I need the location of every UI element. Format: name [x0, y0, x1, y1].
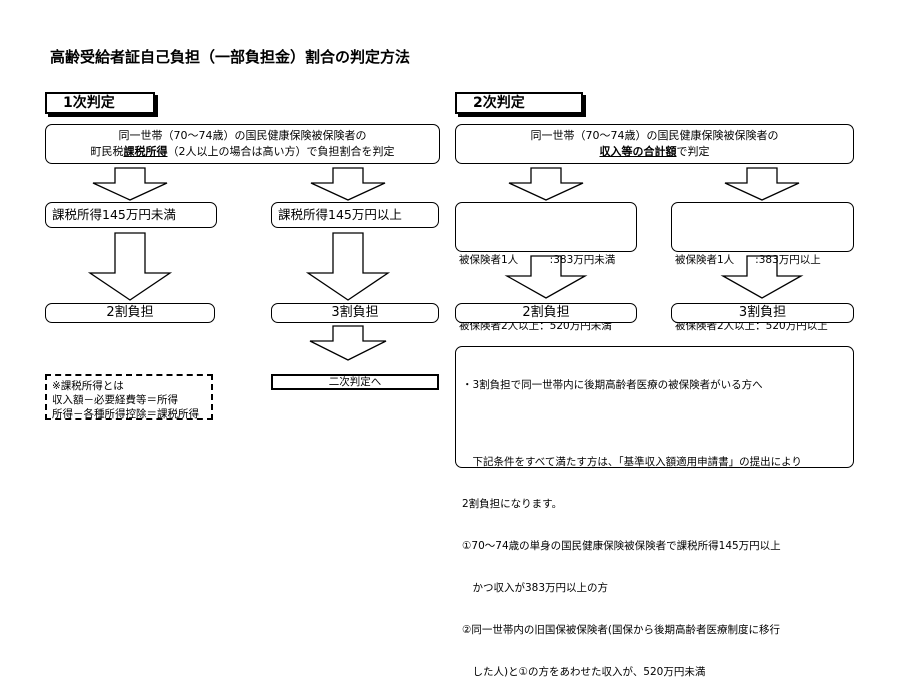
result-20-percent: 2割負担 — [45, 303, 215, 323]
note-line: ※課税所得とは — [52, 380, 124, 392]
arrow-down — [305, 232, 391, 301]
second-judgment-heading: 2次判定 — [455, 92, 583, 114]
result-20-percent: 2割負担 — [455, 303, 637, 323]
explain-line — [462, 420, 847, 427]
condition-below-145: 課税所得145万円未満 — [45, 202, 217, 228]
explain-line: した人)と①の方をあわせた収入が、520万円未満 — [462, 666, 706, 678]
arrow-down — [92, 167, 168, 201]
desc-text: で判定 — [676, 145, 710, 158]
cond-line: 被保険者1人 :383万円以上 — [675, 254, 821, 266]
desc-line: 同一世帯（70～74歳）の国民健康保険被保険者の — [118, 129, 367, 142]
arrow-down — [724, 167, 800, 201]
explain-line: かつ収入が383万円以上の方 — [462, 582, 609, 594]
arrow-down — [87, 232, 173, 301]
taxable-income-note: ※課税所得とは 収入額－必要経費等＝所得 所得－各種所得控除＝課税所得 — [45, 374, 213, 420]
result-30-percent: 3割負担 — [271, 303, 439, 323]
arrow-down — [508, 167, 584, 201]
arrow-down — [504, 255, 588, 299]
result-30-percent: 3割負担 — [671, 303, 854, 323]
explain-line: 下記条件をすべて満たす方は、「基準収入額適用申請書」の提出により — [462, 456, 802, 468]
note-line: 所得－各種所得控除＝課税所得 — [52, 408, 199, 420]
to-second-judgment: 二次判定へ — [271, 374, 439, 390]
desc-text: 町民税 — [90, 145, 124, 158]
explain-line: ①70～74歳の単身の国民健康保険被保険者で課税所得145万円以上 — [462, 540, 781, 552]
desc-text: （2人以上の場合は高い方）で負担割合を判定 — [167, 145, 395, 158]
explain-line: ②同一世帯内の旧国保被保険者(国保から後期高齢者医療制度に移行 — [462, 624, 781, 636]
desc-line: 町民税課税所得（2人以上の場合は高い方）で負担割合を判定 — [46, 144, 439, 160]
first-judgment-description: 同一世帯（70～74歳）の国民健康保険被保険者の 町民税課税所得（2人以上の場合… — [45, 124, 440, 164]
first-judgment-heading: 1次判定 — [45, 92, 155, 114]
arrow-down — [720, 255, 804, 299]
arrow-down — [310, 167, 386, 201]
taxable-income-emphasis: 課税所得 — [123, 145, 168, 158]
second-judgment-description: 同一世帯（70～74歳）の国民健康保険被保険者の 収入等の合計額で判定 — [455, 124, 854, 164]
condition-under-threshold: 被保険者1人 :383万円未満 被保険者2人以上：520万円未満 — [455, 202, 637, 332]
condition-above-145: 課税所得145万円以上 — [271, 202, 439, 228]
explain-line: ・3割負担で同一世帯内に後期高齢者医療の被保険者がいる方へ — [462, 379, 763, 391]
explain-line: 2割負担になります。 — [462, 498, 563, 510]
cond-line: 被保険者1人 :383万円未満 — [459, 254, 616, 266]
note-line: 収入額－必要経費等＝所得 — [52, 394, 178, 406]
desc-line: 収入等の合計額で判定 — [456, 144, 853, 160]
condition-over-threshold: 被保険者1人 :383万円以上 被保険者2人以上：520万円以上 — [671, 202, 854, 332]
cond-line: 被保険者2人以上：520万円未満 — [459, 320, 612, 332]
reduction-explanation: ・3割負担で同一世帯内に後期高齢者医療の被保険者がいる方へ 下記条件をすべて満た… — [455, 346, 854, 678]
arrow-down — [309, 325, 387, 361]
page-title: 高齢受給者証自己負担（一部負担金）割合の判定方法 — [50, 48, 411, 66]
desc-line: 同一世帯（70～74歳）の国民健康保険被保険者の — [530, 129, 779, 142]
cond-line: 被保険者2人以上：520万円以上 — [675, 320, 828, 332]
arrows-layer — [87, 167, 804, 361]
income-total-emphasis: 収入等の合計額 — [599, 145, 677, 158]
